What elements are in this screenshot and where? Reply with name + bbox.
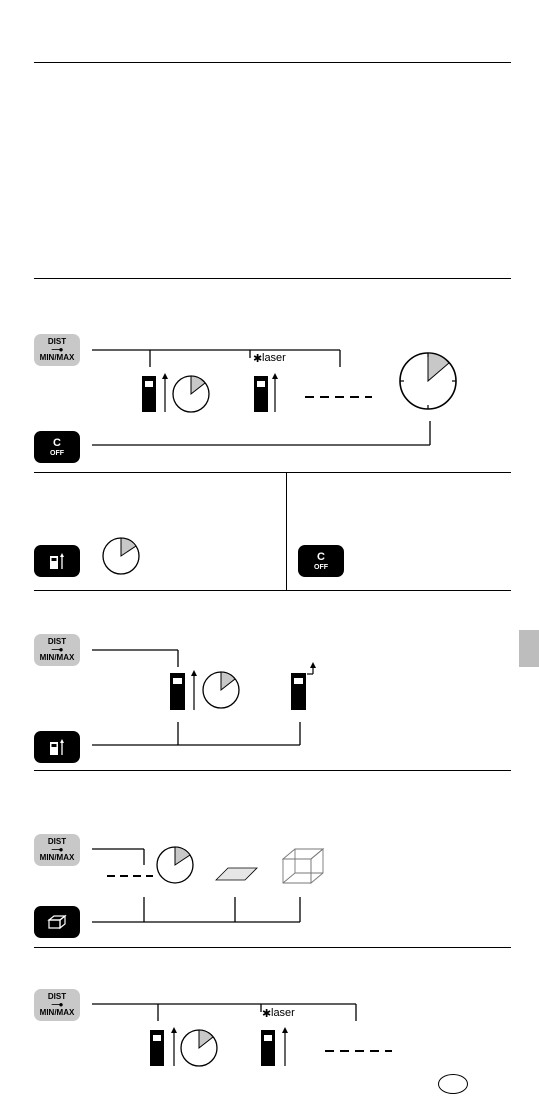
- clock-timer-icon: [102, 537, 140, 575]
- key-label: OFF: [50, 449, 64, 457]
- c-off-key: C OFF: [298, 545, 344, 577]
- key-label: C: [53, 436, 61, 449]
- key-label: OFF: [314, 563, 328, 571]
- section-divider: [34, 62, 511, 63]
- dist-min-max-key: DIST —● MIN/MAX: [34, 834, 80, 866]
- clock-timer-icon: [202, 671, 240, 709]
- key-label: DIST: [47, 637, 67, 646]
- key-label: MIN/MAX: [39, 1008, 75, 1017]
- key-label: MIN/MAX: [39, 353, 75, 362]
- laser-label: laser: [262, 352, 286, 364]
- key-label: C: [317, 550, 325, 563]
- column-divider: [286, 472, 287, 590]
- reference-key: [34, 545, 80, 577]
- device-icon: [261, 1027, 288, 1066]
- asterisk-icon: ✱: [253, 353, 262, 365]
- section-divider: [34, 947, 511, 948]
- device-icon: [142, 373, 168, 412]
- area-volume-key: [34, 906, 80, 938]
- device-icon: [170, 670, 197, 710]
- key-arrow: —●: [51, 845, 64, 854]
- volume-box-icon: [281, 848, 325, 884]
- key-label: DIST: [47, 837, 67, 846]
- section-divider: [34, 278, 511, 279]
- area-plane-icon: [215, 867, 258, 881]
- dist-min-max-key: DIST —● MIN/MAX: [34, 334, 80, 366]
- clock-timer-icon: [180, 1029, 218, 1067]
- section-divider: [34, 770, 511, 771]
- key-arrow: —●: [51, 645, 64, 654]
- key-label: MIN/MAX: [39, 653, 75, 662]
- laser-label: laser: [271, 1007, 295, 1019]
- country-code-oval: [438, 1074, 468, 1094]
- device-icon: [291, 662, 316, 710]
- key-label: DIST: [47, 992, 67, 1001]
- clock-timer-icon: [172, 375, 210, 413]
- page-side-tab: [519, 630, 539, 667]
- dist-min-max-key: DIST —● MIN/MAX: [34, 989, 80, 1021]
- clock-timer-icon: [156, 846, 194, 884]
- device-icon: [150, 1027, 177, 1066]
- c-off-key: C OFF: [34, 431, 80, 463]
- key-arrow: —●: [51, 1000, 64, 1009]
- key-label: DIST: [47, 337, 67, 346]
- section-divider: [34, 472, 511, 473]
- asterisk-icon: ✱: [262, 1008, 271, 1020]
- area-volume-icon: [47, 914, 67, 930]
- device-icon: [254, 373, 278, 412]
- device-reference-icon: [50, 739, 64, 755]
- device-reference-icon: [50, 553, 64, 569]
- key-arrow: —●: [51, 345, 64, 354]
- dist-min-max-key: DIST —● MIN/MAX: [34, 634, 80, 666]
- key-label: MIN/MAX: [39, 853, 75, 862]
- clock-timer-icon: [399, 352, 457, 410]
- section-divider: [34, 590, 511, 591]
- reference-key: [34, 731, 80, 763]
